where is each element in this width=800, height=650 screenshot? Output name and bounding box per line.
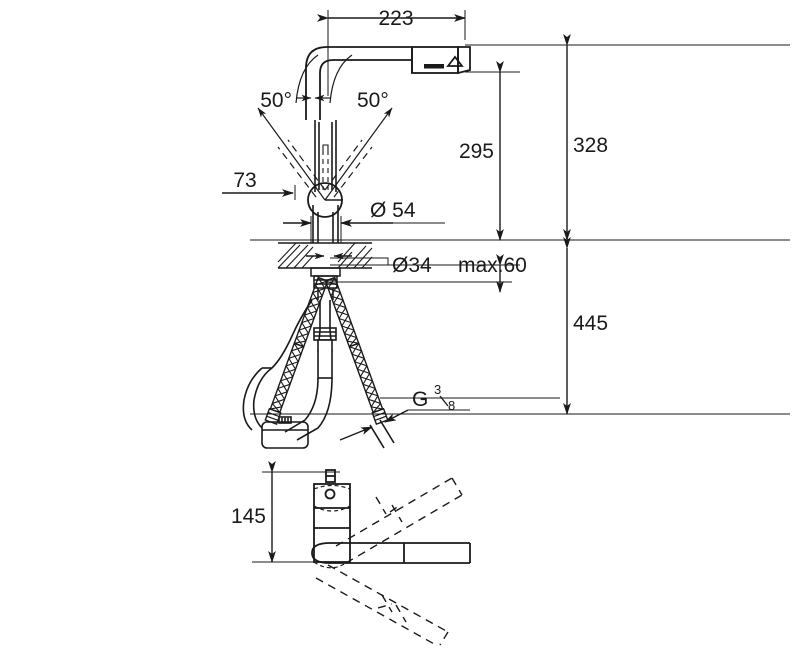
dim-145-label: 145 (231, 505, 266, 528)
dim-145: 145 (231, 461, 276, 563)
extension-lines (250, 10, 790, 415)
hose-return-curve (242, 299, 313, 431)
dim-d54-label: Ø 54 (370, 199, 416, 222)
hose-tails (369, 419, 395, 449)
thread-label-g: G (412, 388, 428, 411)
angle-right-label: 50° (357, 89, 389, 112)
dim-295-label: 295 (459, 140, 494, 163)
dim-223: 223 (317, 7, 466, 30)
angle-left-label: 50° (260, 89, 292, 112)
thread-denominator: 8 (448, 398, 455, 413)
dim-328: 328 (563, 34, 608, 241)
dim-max60-label: max.60 (458, 254, 527, 277)
supply-hose-left (264, 276, 329, 426)
column-to-deck (312, 205, 339, 243)
plan-ghost-arm-lower (315, 564, 449, 646)
swivel-joint (307, 182, 343, 218)
dim-295: 295 (459, 61, 504, 241)
swivel-angle-indicators (257, 54, 393, 201)
dim-328-label: 328 (573, 134, 608, 157)
thread-callout (339, 397, 560, 441)
pullout-hose (284, 300, 337, 441)
dim-d34 (330, 257, 448, 266)
elevation-view: 223 50° 50° (222, 7, 790, 449)
plan-view: 145 (231, 461, 471, 646)
dim-445-label: 445 (573, 312, 608, 335)
plan-ghost-arm-upper (335, 477, 463, 564)
riser-column (314, 120, 337, 192)
plan-spout-arm (311, 542, 471, 569)
swivel-ghost-arms (277, 139, 373, 198)
plan-body (313, 469, 351, 563)
thread-numerator: 3 (434, 382, 441, 397)
dim-73-label: 73 (233, 169, 256, 192)
dim-445: 445 (563, 237, 608, 415)
dim-223-label: 223 (378, 7, 413, 30)
supply-hose-right (324, 276, 389, 426)
countertop-section (277, 242, 373, 269)
dim-d34-label: Ø34 (392, 254, 432, 277)
dim-73: 73 (222, 169, 296, 200)
hose-weight (261, 416, 309, 449)
dim-d54: Ø 54 (283, 199, 445, 243)
